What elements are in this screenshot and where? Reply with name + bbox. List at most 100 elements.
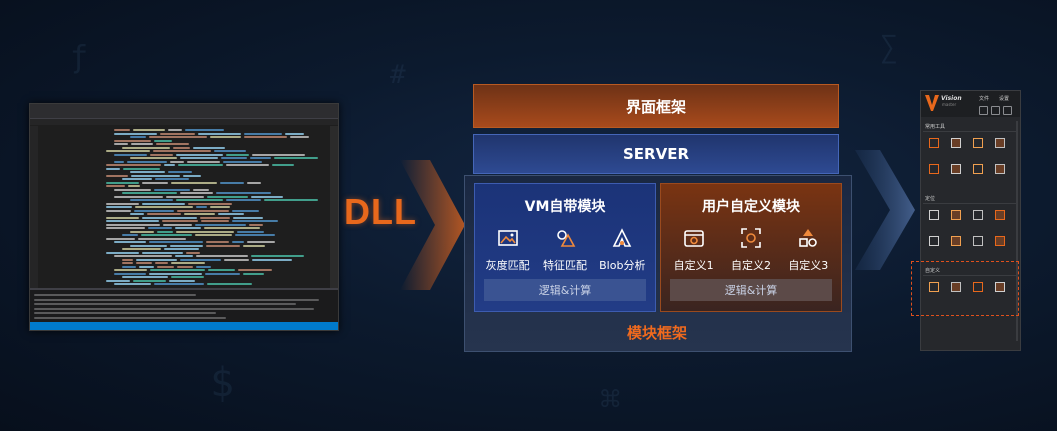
code-token	[134, 209, 175, 212]
tool-button[interactable]	[969, 137, 987, 155]
code-token	[154, 139, 173, 142]
tool-icon	[995, 138, 1005, 148]
code-token	[264, 199, 319, 201]
code-token	[242, 272, 264, 275]
tool-button[interactable]	[969, 235, 987, 253]
code-token	[170, 244, 204, 247]
code-token	[163, 164, 176, 166]
code-token	[184, 213, 215, 215]
tool-button[interactable]	[991, 137, 1009, 155]
module-feature-match: 特征匹配	[537, 227, 593, 273]
code-token	[141, 216, 197, 219]
code-token	[224, 258, 250, 261]
code-token	[206, 195, 249, 198]
editor-output-panel	[30, 288, 338, 322]
tool-icon	[929, 236, 939, 246]
code-editor-screenshot	[29, 103, 339, 331]
code-token	[106, 202, 140, 205]
code-token	[204, 272, 240, 275]
tool-icon	[973, 210, 983, 220]
code-token	[150, 269, 205, 271]
code-token	[141, 251, 183, 254]
tool-button[interactable]	[925, 235, 943, 253]
tool-button[interactable]	[991, 163, 1009, 181]
code-token	[226, 199, 262, 201]
tool-button[interactable]	[947, 163, 965, 181]
tool-button[interactable]	[947, 235, 965, 253]
code-token	[169, 160, 185, 163]
logo-subtext: master	[942, 102, 957, 107]
code-token	[201, 220, 229, 222]
code-token	[114, 160, 125, 163]
code-token	[155, 143, 190, 145]
tool-button[interactable]	[925, 137, 943, 155]
tool-button[interactable]	[925, 163, 943, 181]
code-token	[175, 255, 194, 257]
tool-icon	[995, 236, 1005, 246]
camera-window-icon	[683, 230, 704, 247]
code-token	[130, 199, 173, 201]
code-token	[285, 132, 305, 135]
code-token	[154, 262, 168, 264]
section-custom[interactable]: 自定义	[925, 268, 941, 274]
tool-button[interactable]	[969, 209, 987, 227]
tool-button[interactable]	[991, 209, 1009, 227]
tool-button[interactable]	[991, 281, 1009, 299]
code-token	[184, 129, 225, 131]
ui-framework-bar: 界面框架	[473, 84, 839, 128]
divider	[923, 275, 1018, 276]
code-token	[179, 258, 222, 261]
vm-modules-panel: VM自带模块 灰度匹配 特征匹配 Blob分析 逻辑&计算	[474, 183, 656, 312]
section-locate[interactable]: 定位	[925, 196, 936, 202]
tool-button[interactable]	[925, 209, 943, 227]
tool-icon	[973, 236, 983, 246]
code-token	[175, 227, 202, 229]
background-glyph: ƒ	[70, 40, 89, 75]
code-token	[178, 164, 224, 166]
code-token	[251, 255, 304, 257]
code-token	[114, 269, 147, 271]
code-token	[148, 227, 173, 229]
code-token	[106, 251, 139, 254]
section-common-tools[interactable]: 常用工具	[925, 124, 946, 130]
module-custom-3: 自定义3	[780, 227, 836, 273]
tool-button[interactable]	[969, 163, 987, 181]
app-scrollbar[interactable]	[1016, 121, 1018, 341]
code-token	[122, 265, 137, 268]
code-token	[139, 265, 154, 268]
code-token	[106, 164, 161, 166]
menu-file[interactable]: 文件	[979, 96, 990, 102]
background-glyph: $	[210, 360, 235, 406]
code-token	[197, 132, 242, 135]
code-token	[106, 237, 135, 240]
code-token	[114, 129, 130, 131]
code-token	[130, 244, 168, 247]
tool-button[interactable]	[991, 235, 1009, 253]
code-token	[199, 216, 231, 219]
code-token	[106, 209, 132, 212]
tool-icon	[973, 164, 983, 174]
divider	[923, 131, 1018, 132]
toolbar-icon[interactable]	[979, 106, 988, 115]
code-token	[172, 146, 190, 149]
code-token	[243, 136, 288, 138]
tool-button[interactable]	[947, 137, 965, 155]
arrow-right-icon	[400, 160, 465, 290]
code-token	[252, 153, 306, 156]
code-token	[135, 258, 177, 261]
tool-button[interactable]	[947, 281, 965, 299]
toolbar-icon[interactable]	[991, 106, 1000, 115]
code-token	[122, 262, 133, 264]
toolbar-icon[interactable]	[1003, 106, 1012, 115]
tool-button[interactable]	[969, 281, 987, 299]
tool-icon	[951, 138, 961, 148]
editor-sidebar	[30, 126, 38, 290]
code-token	[183, 174, 202, 177]
tool-button[interactable]	[947, 209, 965, 227]
background-glyph: ∑	[880, 30, 899, 65]
code-token	[114, 272, 146, 275]
tool-button[interactable]	[925, 281, 943, 299]
menu-settings[interactable]: 设置	[999, 96, 1010, 102]
code-token	[246, 181, 261, 184]
code-token	[122, 258, 133, 261]
